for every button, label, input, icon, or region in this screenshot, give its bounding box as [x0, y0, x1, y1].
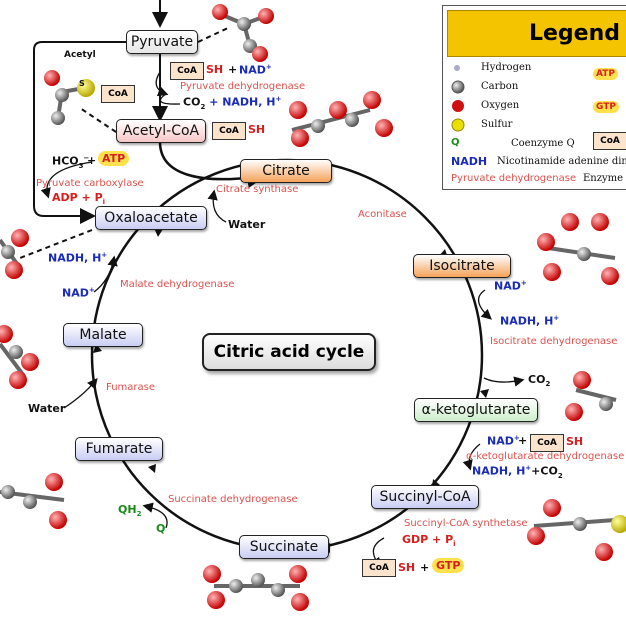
enzyme-succinate-dehydrogenase: Succinate dehydrogenase: [168, 494, 298, 505]
plus-sign: +: [228, 63, 238, 76]
coa-box-acetyl: CoA: [101, 85, 135, 103]
legend-hydrogen: Hydrogen: [451, 62, 531, 77]
enzyme-akg-dehydrogenase: α-ketoglutarate dehydrogenase: [466, 451, 625, 462]
adp-pi-label: ADP + Pi: [52, 191, 106, 207]
node-isocitrate: Isocitrate: [413, 254, 511, 278]
sh-label-acetylcoa: SH: [248, 123, 266, 136]
legend-atp-icon: ATP: [593, 68, 619, 80]
isocitrate-molecule: [537, 213, 619, 285]
node-acetyl-coa: Acetyl-CoA: [116, 119, 206, 143]
node-fumarate: Fumarate: [75, 437, 163, 461]
legend-enzyme: Pyruvate dehydrogenase Enzyme: [451, 173, 624, 184]
coa-box-acetylcoa: CoA: [212, 122, 246, 140]
sh-label-pyruvate: SH: [206, 63, 224, 76]
coa-box-akg: CoA: [530, 434, 564, 452]
enzyme-pyruvate-dehydrogenase: Pyruvate dehydrogenase: [180, 81, 306, 92]
legend-heading: Legend: [447, 10, 626, 57]
legend-oxygen: Oxygen: [451, 99, 519, 116]
gtp-burst: GTP: [432, 558, 465, 573]
enzyme-fumarase: Fumarase: [106, 382, 156, 393]
co2-nadh-pyruvate: CO2 + NADH, H+: [183, 95, 282, 111]
fumarate-molecule: [0, 473, 67, 529]
water-citrate: Water: [228, 218, 266, 231]
akg-molecule: [565, 371, 617, 421]
sulfur-icon: [451, 118, 465, 132]
malate-molecule: [0, 325, 39, 389]
legend-gtp-icon: GTP: [593, 101, 619, 113]
nad-malate: NAD+: [62, 286, 95, 300]
oxygen-icon: [452, 100, 464, 112]
enzyme-citrate-synthase: Citrate synthase: [216, 184, 299, 195]
atp-burst-carboxylase: ATP: [98, 151, 130, 166]
co2-isocitrate: CO2: [528, 373, 551, 389]
oxaloacetate-molecule: [0, 229, 29, 279]
carbon-icon: [451, 80, 465, 94]
pyruvate-molecule: [212, 4, 274, 62]
citrate-molecule: [289, 91, 393, 147]
plus-sign: +: [87, 154, 97, 167]
node-oxaloacetate: Oxaloacetate: [95, 206, 207, 230]
enzyme-malate-dehydrogenase: Malate dehydrogenase: [120, 279, 235, 290]
enzyme-aconitase: Aconitase: [358, 209, 407, 220]
qh2-label: QH2: [118, 503, 142, 519]
coa-box-pyruvate: CoA: [170, 62, 204, 80]
gdp-pi-label: GDP + Pi: [402, 533, 456, 549]
enzyme-pyruvate-carboxylase: Pyruvate carboxylase: [36, 178, 144, 189]
water-fumarate: Water: [28, 402, 66, 415]
nad-pyruvate: NAD+: [239, 63, 272, 77]
legend-coenzyme-q: Q Coenzyme Q: [451, 137, 575, 149]
node-pyruvate: Pyruvate: [126, 30, 198, 54]
diagram-title: Citric acid cycle: [202, 333, 376, 371]
plus-sign: +: [518, 434, 528, 447]
plus-sign: +: [420, 561, 430, 574]
q-label: Q: [156, 522, 166, 535]
nadh-isocitrate: NADH, H+: [500, 314, 560, 328]
sh-label-succinyl: SH: [398, 561, 416, 574]
hco3-label: HCO3−: [52, 154, 90, 170]
nad-akg: NAD+: [487, 434, 520, 448]
succinylcoa-molecule: [527, 499, 626, 561]
legend-carbon: Carbon: [451, 80, 518, 97]
node-succinate: Succinate: [239, 535, 329, 559]
coa-box-succinyl: CoA: [362, 559, 396, 577]
hydrogen-icon: [454, 65, 460, 71]
nadh-co2-akg: NADH, H++CO2: [472, 464, 563, 480]
node-succinyl-coa: Succinyl-CoA: [371, 485, 479, 509]
succinate-molecule: [203, 565, 309, 611]
nad-isocitrate: NAD+: [494, 279, 527, 293]
sulfur-atom-label: S: [79, 79, 85, 88]
legend-nadh: NADH Nicotinamide adenine dinucle: [451, 155, 626, 168]
acetyl-molecule: [44, 70, 95, 125]
node-malate: Malate: [63, 323, 143, 347]
legend-coa-box: CoA: [593, 132, 626, 150]
legend-sulfur: Sulfur: [451, 118, 512, 135]
node-citrate: Citrate: [240, 159, 332, 183]
nadh-malate: NADH, H+: [48, 251, 108, 265]
enzyme-succinyl-coa-synthetase: Succinyl-CoA synthetase: [404, 518, 528, 529]
enzyme-isocitrate-dehydrogenase: Isocitrate dehydrogenase: [490, 336, 618, 347]
acetyl-label: Acetyl: [64, 50, 96, 60]
node-alpha-ketoglutarate: α-ketoglutarate: [414, 398, 538, 422]
sh-label-akg: SH: [566, 435, 584, 448]
legend-panel: Legend Hydrogen Carbon Oxygen Sulfur Q C…: [442, 5, 626, 190]
